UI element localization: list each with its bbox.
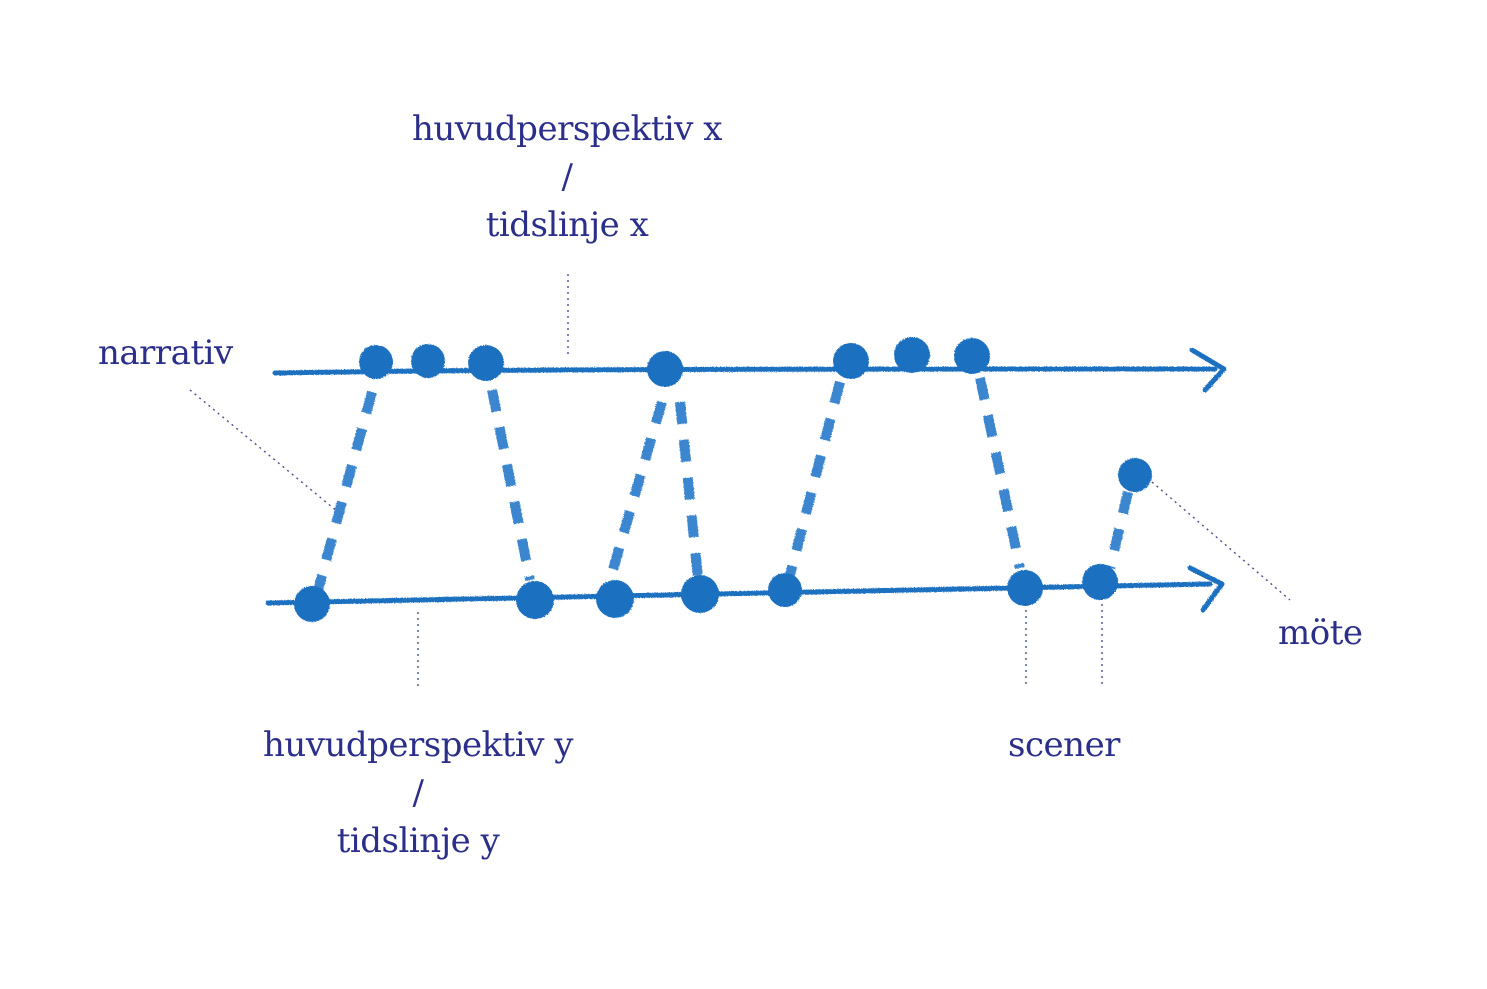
connector (785, 380, 845, 577)
scene-dot (647, 351, 683, 387)
leader-line-meeting (1151, 481, 1291, 601)
timeline-x-arrowhead (1189, 347, 1227, 393)
leader-lines (189, 274, 1291, 686)
connector (675, 401, 703, 579)
connector (605, 400, 667, 582)
connector (487, 389, 535, 581)
label-bottom-slash: / (412, 773, 424, 813)
scene-dots (294, 337, 1152, 622)
scene-dot (1007, 570, 1043, 606)
scene-dot (681, 575, 719, 613)
timeline-y-arrowhead (1187, 565, 1225, 613)
scene-dot (516, 581, 554, 619)
label-meeting: möte (1278, 613, 1363, 653)
timeline-y (265, 565, 1225, 613)
label-narrative: narrativ (98, 333, 233, 373)
scene-dot (1082, 564, 1118, 600)
scene-dot (768, 573, 802, 607)
scene-dot (894, 337, 930, 373)
scene-dot (468, 345, 504, 381)
connector (1105, 490, 1133, 570)
label-top-slash: / (561, 157, 573, 197)
scene-dot (411, 344, 445, 378)
label-top-perspective: huvudperspektiv x (412, 109, 722, 149)
label-bottom-perspective: huvudperspektiv y (262, 725, 574, 765)
meeting-dot (1118, 458, 1152, 492)
connector (975, 376, 1025, 570)
narrative-connectors (313, 376, 1133, 592)
connector (313, 390, 377, 592)
leader-line-narrative (189, 389, 339, 513)
scene-dot (954, 338, 990, 374)
label-top-timeline: tidslinje x (485, 205, 649, 245)
label-scenes: scener (1008, 725, 1120, 765)
scene-dot (833, 343, 869, 379)
scene-dot (359, 345, 393, 379)
label-bottom-timeline: tidslinje y (336, 821, 500, 861)
scene-dot (294, 586, 330, 622)
scene-dot (596, 580, 634, 618)
timeline-y-line (265, 581, 1213, 606)
